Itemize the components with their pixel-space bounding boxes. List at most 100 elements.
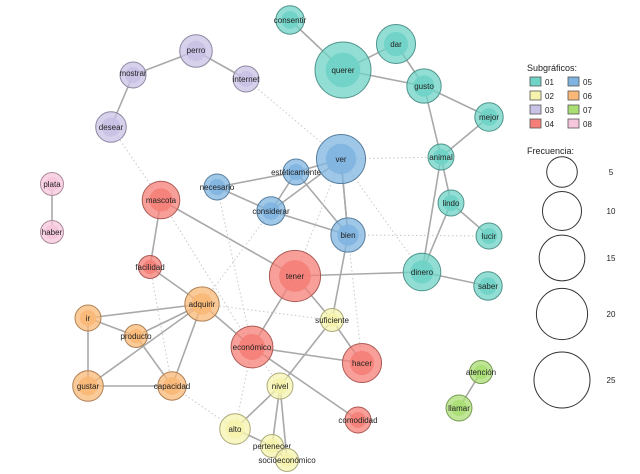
node-facilidad[interactable]: facilidad xyxy=(135,254,165,280)
node-esteticamente[interactable]: estéticamente xyxy=(271,158,321,186)
node-internet[interactable]: internet xyxy=(232,65,260,93)
node-mostrar[interactable]: mostrar xyxy=(119,61,147,89)
node-label-saber: saber xyxy=(478,282,498,291)
node-core-llamar xyxy=(450,399,468,417)
legend-groups-title: Subgráficos: xyxy=(527,63,577,73)
legend-freq-20: 20 xyxy=(535,287,616,341)
node-dinero[interactable]: dinero xyxy=(402,252,442,292)
node-adquirir[interactable]: adquirir xyxy=(184,286,220,322)
node-label-mejor: mejor xyxy=(479,113,499,122)
node-core-mejor xyxy=(480,108,498,126)
node-core-perro xyxy=(185,40,207,62)
node-ir[interactable]: ir xyxy=(74,304,102,332)
node-consentir[interactable]: consentir xyxy=(274,5,307,35)
node-considerar[interactable]: considerar xyxy=(252,196,290,226)
node-label-animal: animal xyxy=(429,153,453,162)
node-label-pertenecer: pertenecer xyxy=(253,442,292,451)
legend-label-02: 02 xyxy=(545,92,554,101)
node-gustar[interactable]: gustar xyxy=(72,370,104,402)
node-pertenecer[interactable]: pertenecer xyxy=(253,433,292,459)
node-core-saber xyxy=(479,277,497,295)
node-gusto[interactable]: gusto xyxy=(406,68,442,104)
node-lindo[interactable]: lindo xyxy=(437,189,465,217)
legend-group-08: 08 xyxy=(567,118,592,129)
node-tener[interactable]: tener xyxy=(268,249,322,303)
node-suficiente[interactable]: suficiente xyxy=(315,307,349,333)
node-core-facilidad xyxy=(142,259,158,275)
edge-suficiente-adquirir xyxy=(201,303,333,321)
node-core-ver xyxy=(325,143,357,175)
node-label-perro: perro xyxy=(187,46,206,55)
node-label-nivel: nivel xyxy=(272,382,289,391)
node-ver[interactable]: ver xyxy=(315,133,367,185)
node-core-dar xyxy=(383,31,409,57)
node-socioeconomico[interactable]: socioeconómico xyxy=(258,447,316,473)
node-hacer[interactable]: hacer xyxy=(341,342,383,384)
node-llamar[interactable]: llamar xyxy=(445,394,473,422)
node-label-facilidad: facilidad xyxy=(135,263,164,272)
node-perro[interactable]: perro xyxy=(179,34,213,68)
legend-swatch-03 xyxy=(529,104,542,115)
node-label-necesario: necesario xyxy=(200,183,235,192)
legend-swatch-02 xyxy=(529,90,542,101)
node-core-plata xyxy=(44,176,60,192)
node-alto[interactable]: alto xyxy=(219,413,251,445)
node-core-socioeconomico xyxy=(279,452,295,468)
node-core-esteticamente xyxy=(287,163,305,181)
legend-freq-10: 10 xyxy=(541,190,616,232)
legend-freq-circle-20 xyxy=(535,287,589,341)
node-label-dar: dar xyxy=(390,40,402,49)
edge-considerar-adquirir xyxy=(201,210,272,305)
node-plata[interactable]: plata xyxy=(39,171,65,197)
node-label-mostrar: mostrar xyxy=(119,69,146,78)
legend-label-05: 05 xyxy=(583,78,592,87)
node-necesario[interactable]: necesario xyxy=(200,173,235,201)
node-animal[interactable]: animal xyxy=(427,143,455,171)
node-querer[interactable]: querer xyxy=(314,41,372,99)
edge-bien-lucir xyxy=(347,234,490,237)
node-label-ir: ir xyxy=(86,314,91,323)
node-haber[interactable]: haber xyxy=(39,219,65,245)
legend-group-07: 07 xyxy=(567,104,592,115)
node-nivel[interactable]: nivel xyxy=(266,372,294,400)
legend-freq-circle-15 xyxy=(538,234,586,282)
node-comodidad[interactable]: comodidad xyxy=(338,406,378,434)
node-core-lindo xyxy=(442,194,460,212)
node-label-lindo: lindo xyxy=(443,199,460,208)
node-bien[interactable]: bien xyxy=(330,217,366,253)
node-label-haber: haber xyxy=(42,228,63,237)
edge-internet-ver xyxy=(245,78,342,160)
legend-group-01: 01 xyxy=(529,76,554,87)
node-label-llamar: llamar xyxy=(448,404,470,413)
node-core-bien xyxy=(337,224,359,246)
node-label-dinero: dinero xyxy=(411,268,434,277)
node-core-lucir xyxy=(480,227,498,245)
node-lucir[interactable]: lucir xyxy=(475,222,503,250)
node-mascota[interactable]: mascota xyxy=(141,180,181,220)
edge-mascota-economico xyxy=(160,199,253,348)
legend-swatch-06 xyxy=(567,90,580,101)
node-label-gusto: gusto xyxy=(414,82,434,91)
node-capacidad[interactable]: capacidad xyxy=(154,371,190,401)
node-core-suficiente xyxy=(324,312,340,328)
node-mejor[interactable]: mejor xyxy=(474,102,504,132)
node-dar[interactable]: dar xyxy=(375,23,417,65)
legend-freq-title: Frecuencia: xyxy=(527,146,574,156)
legend-freq-label-5: 5 xyxy=(609,168,614,177)
node-economico[interactable]: económico xyxy=(230,325,274,369)
node-core-atencion xyxy=(473,364,489,380)
node-label-capacidad: capacidad xyxy=(154,382,190,391)
node-label-mascota: mascota xyxy=(146,196,177,205)
node-label-comodidad: comodidad xyxy=(338,416,377,425)
node-desear[interactable]: desear xyxy=(95,111,127,143)
node-core-capacidad xyxy=(163,377,181,395)
node-saber[interactable]: saber xyxy=(473,271,503,301)
node-producto[interactable]: producto xyxy=(120,323,152,349)
node-label-plata: plata xyxy=(43,180,61,189)
edge-necesario-economico xyxy=(216,186,253,348)
node-label-internet: internet xyxy=(233,75,260,84)
edge-desear-mascota xyxy=(110,126,162,201)
node-atencion[interactable]: atención xyxy=(466,359,496,385)
